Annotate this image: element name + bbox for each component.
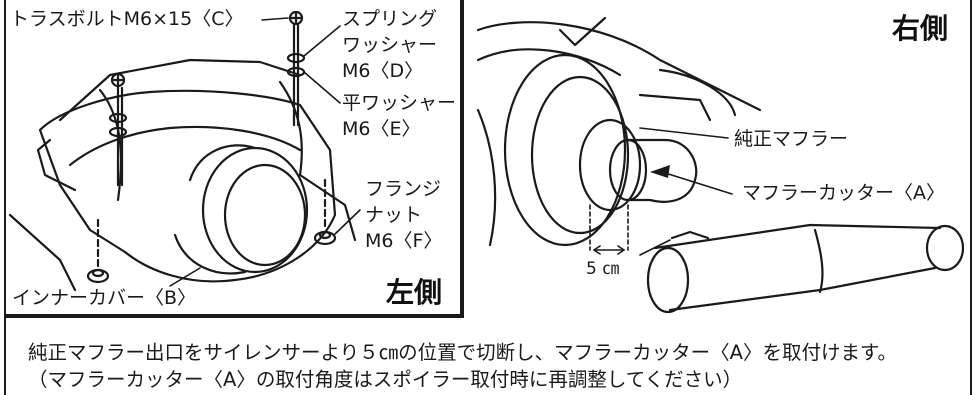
cut-distance-label: 5 ㎝ (586, 259, 620, 279)
muffler-tip-left (173, 144, 309, 275)
spring-washer-label-2: ワッシャー (342, 34, 438, 56)
flange-nut-label-2: ナット (365, 204, 423, 226)
truss-bolt-label: トラスボルトM6×15〈C〉 (10, 8, 244, 30)
bolt-c-left (108, 72, 128, 187)
muffler-cutter-drawing (646, 223, 965, 314)
spring-washer-label-1: スプリング (342, 8, 438, 30)
flange-nut-label-3: M6〈F〉 (365, 230, 443, 252)
flange-nut-right (313, 178, 337, 246)
flat-washer-label-2: M6〈E〉 (342, 118, 421, 140)
stock-muffler-drawing (476, 16, 762, 247)
diagram-frame (4, 0, 972, 395)
right-side-label: 右側 (892, 12, 949, 45)
instruction-line-2: （マフラーカッター〈A〉の取付角度はスポイラー取付時に再調整してください） (28, 368, 743, 391)
inner-cover-drawing (8, 58, 357, 292)
stock-muffler-label: 純正マフラー (734, 128, 849, 150)
bolt-c-right (286, 10, 306, 127)
muffler-cutter-label: マフラーカッター〈A〉 (742, 182, 945, 204)
leader-lines-right (589, 127, 733, 256)
leader-lines-left (169, 17, 361, 287)
left-side-label: 左側 (386, 276, 443, 309)
instruction-line-1: 純正マフラー出口をサイレンサーより５㎝の位置で切断し、マフラーカッター〈A〉を取… (28, 341, 898, 364)
arrow-marker (650, 165, 670, 178)
left-side-panel (4, 0, 464, 318)
spring-washer-label-3: M6〈D〉 (342, 60, 424, 82)
flat-washer-label-1: 平ワッシャー (342, 92, 457, 114)
flange-nut-label-1: フランジ (365, 178, 442, 200)
flange-nut-left (86, 218, 110, 284)
inner-cover-label: インナーカバー〈B〉 (12, 287, 197, 309)
